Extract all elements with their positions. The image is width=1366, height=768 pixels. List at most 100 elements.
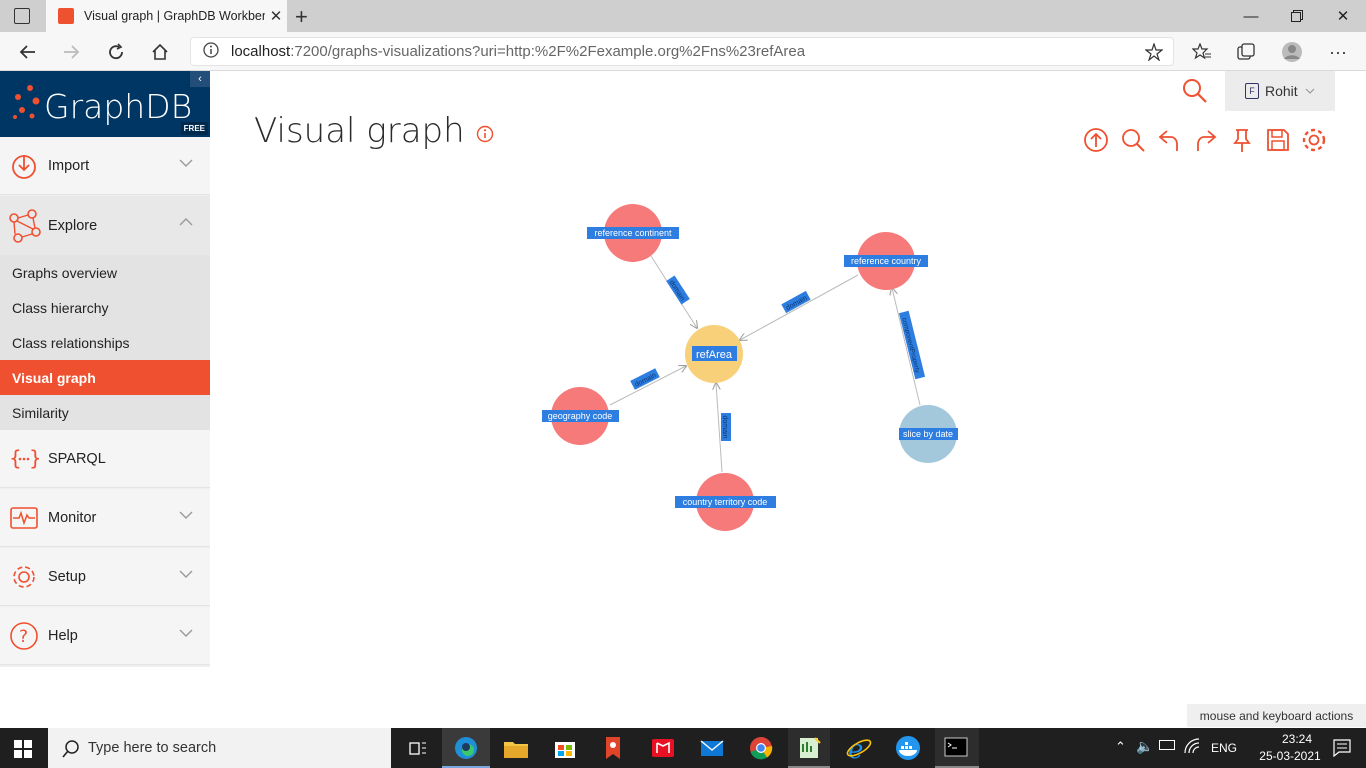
graphdb-app-icon[interactable] [600, 734, 628, 762]
graph-node-slice-by-date[interactable]: slice by date [899, 405, 958, 463]
terminal-taskbar-button[interactable] [935, 728, 979, 768]
graphdb-logo-icon [13, 85, 40, 119]
new-tab-icon[interactable]: + [295, 4, 308, 29]
minimize-icon[interactable]: — [1243, 7, 1259, 25]
settings-more-icon[interactable]: ··· [1329, 41, 1347, 62]
mouse-keyboard-actions-button[interactable]: mouse and keyboard actions [1187, 704, 1366, 727]
submenu-graphs-overview[interactable]: Graphs overview [0, 255, 210, 290]
menu-setup[interactable]: Setup [0, 548, 210, 606]
logo-text: GraphDB [44, 87, 193, 126]
graphdb-logo[interactable]: GraphDB FREE ‹ [0, 71, 210, 137]
sidebar: GraphDB FREE ‹ Import Explore Graphs ove… [0, 71, 210, 667]
submenu-class-hierarchy[interactable]: Class hierarchy [0, 290, 210, 325]
svg-text:}: } [29, 446, 39, 470]
user-name: Rohit [1265, 83, 1298, 99]
store-icon[interactable] [551, 734, 579, 762]
windows-start-icon[interactable] [14, 740, 32, 763]
chevron-down-icon [179, 629, 193, 637]
language-indicator[interactable]: ENG [1211, 741, 1238, 755]
wifi-icon[interactable] [1184, 738, 1200, 757]
notifications-icon[interactable] [1333, 739, 1351, 760]
menu-label: Explore [48, 218, 98, 234]
graph-canvas[interactable]: domain domain domain domain componentPro… [210, 160, 1366, 700]
redo-icon[interactable] [1192, 126, 1220, 154]
browser-toolbar: localhost:7200/graphs-visualizations?uri… [0, 32, 1366, 71]
mail-icon[interactable] [698, 734, 726, 762]
graph-node-country-territory-code[interactable]: country territory code [675, 473, 776, 531]
submenu-visual-graph[interactable]: Visual graph [0, 360, 210, 395]
menu-sparql[interactable]: {} SPARQL [0, 430, 210, 488]
graph-edge-line [716, 383, 723, 473]
edge-taskbar-button[interactable] [442, 728, 490, 768]
save-icon[interactable] [1264, 126, 1292, 154]
menu-label: Help [48, 627, 78, 644]
menu-label: Setup [48, 568, 86, 585]
chevron-down-icon [179, 511, 193, 519]
import-icon [0, 137, 48, 195]
site-info-icon[interactable] [191, 41, 231, 62]
graph-node-reference-country[interactable]: reference country [844, 232, 928, 290]
menu-help[interactable]: ? Help [0, 607, 210, 665]
graph-edge-line [892, 288, 921, 406]
page-title: Visual graph [254, 111, 465, 151]
pin-icon[interactable] [1228, 126, 1256, 154]
chevron-down-icon [179, 570, 193, 578]
notepad-icon [800, 737, 821, 758]
docker-icon[interactable] [894, 734, 922, 762]
submenu-similarity[interactable]: Similarity [0, 395, 210, 430]
file-explorer-icon[interactable] [502, 734, 530, 762]
svg-text:reference continent: reference continent [594, 228, 672, 238]
chevron-up-icon[interactable]: ⌃ [1115, 739, 1126, 754]
collections-icon[interactable] [1232, 38, 1260, 66]
chrome-icon[interactable] [747, 734, 775, 762]
forward-icon[interactable] [57, 38, 85, 66]
graph-node-geography-code[interactable]: geography code [542, 387, 619, 445]
monitor-icon [0, 489, 48, 547]
help-icon: ? [0, 607, 48, 665]
browser-tab-bar: Visual graph | GraphDB Workben ✕ + — ✕ [0, 0, 1366, 32]
search-icon[interactable] [1182, 78, 1208, 109]
window-close-icon[interactable]: ✕ [1336, 8, 1350, 25]
tab-actions-icon[interactable] [14, 8, 30, 24]
submenu-class-relationships[interactable]: Class relationships [0, 325, 210, 360]
user-menu[interactable]: F Rohit [1225, 71, 1335, 111]
graph-search-icon[interactable] [1120, 126, 1148, 154]
chevron-down-icon [179, 159, 193, 167]
back-icon[interactable] [14, 38, 42, 66]
add-favorite-icon[interactable] [1144, 42, 1164, 65]
graph-node-refarea[interactable]: refArea [685, 325, 743, 383]
info-icon[interactable] [476, 125, 494, 148]
clock-date[interactable]: 25-03-2021 [1259, 749, 1321, 763]
internet-explorer-icon[interactable]: e [845, 734, 873, 765]
notepad-taskbar-button[interactable] [788, 728, 830, 768]
edge-label: componentProperty [898, 310, 926, 380]
browser-tab-active[interactable]: Visual graph | GraphDB Workben ✕ [46, 0, 287, 32]
battery-icon[interactable] [1159, 740, 1175, 750]
chevron-down-icon [1305, 88, 1315, 94]
edge-label: domain [666, 275, 690, 305]
chevron-up-icon [179, 218, 193, 226]
sidebar-collapse-icon[interactable]: ‹ [190, 71, 210, 87]
graph-node-reference-continent[interactable]: reference continent [587, 204, 679, 262]
tab-close-icon[interactable]: ✕ [269, 8, 283, 25]
edge-label: domain [721, 413, 731, 441]
refresh-icon[interactable] [102, 38, 130, 66]
volume-icon[interactable]: 🔈 [1136, 738, 1154, 754]
home-icon[interactable] [146, 38, 174, 66]
undo-icon[interactable] [1155, 126, 1183, 154]
maximize-icon[interactable] [1274, 0, 1320, 32]
menu-explore[interactable]: Explore [0, 196, 210, 256]
settings-gear-icon[interactable] [1300, 126, 1328, 154]
taskbar-search-input[interactable]: Type here to search [48, 728, 391, 768]
task-view-icon[interactable] [404, 734, 432, 762]
menu-monitor[interactable]: Monitor [0, 489, 210, 547]
address-bar[interactable]: localhost:7200/graphs-visualizations?uri… [190, 37, 1174, 66]
graph-edge-line [740, 274, 859, 340]
clock-time[interactable]: 23:24 [1281, 732, 1313, 746]
favorites-icon[interactable] [1188, 38, 1216, 66]
graph-edge-line [609, 366, 686, 406]
reader-app-icon[interactable] [649, 734, 677, 762]
profile-avatar[interactable] [1278, 38, 1306, 66]
upload-icon[interactable] [1083, 126, 1111, 154]
menu-import[interactable]: Import [0, 137, 210, 195]
